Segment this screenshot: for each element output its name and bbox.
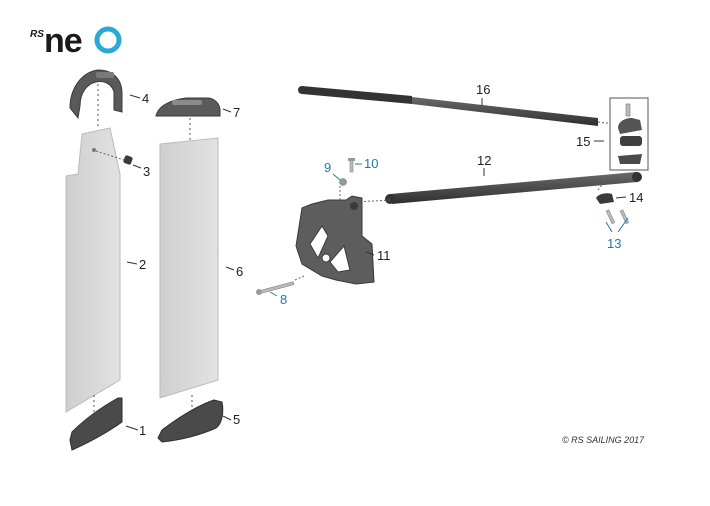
leader-lines bbox=[125, 94, 629, 431]
brand-prefix: RS bbox=[30, 29, 44, 40]
brand-name: ne bbox=[44, 22, 82, 60]
part-6-rudder-blade bbox=[159, 137, 219, 399]
callout-labels: 1 2 3 4 5 6 7 8 9 10 11 12 13 14 15 16 bbox=[139, 82, 643, 438]
callout-12: 12 bbox=[477, 153, 491, 168]
part-15-joint-mid bbox=[620, 136, 642, 146]
callout-3: 3 bbox=[143, 164, 150, 179]
part-12-shaft bbox=[390, 172, 638, 204]
part-11-cutout-b bbox=[329, 244, 351, 273]
leader-5 bbox=[222, 415, 232, 421]
part-9-nut bbox=[339, 178, 347, 186]
part-12-tiller-extension bbox=[355, 172, 642, 204]
callout-6: 6 bbox=[236, 264, 243, 279]
part-10-shank bbox=[349, 159, 354, 173]
part-11-body bbox=[295, 195, 375, 285]
part-7-slot bbox=[172, 100, 202, 105]
part-12-end bbox=[385, 194, 395, 204]
leader-13 bbox=[605, 217, 629, 233]
leader-14 bbox=[615, 196, 627, 199]
part-14-end-cap bbox=[596, 181, 614, 204]
part-16-end bbox=[298, 86, 306, 94]
callout-4: 4 bbox=[142, 91, 149, 106]
daggerboard-assembly bbox=[65, 69, 133, 451]
leader-8 bbox=[269, 291, 278, 297]
part-10-head bbox=[348, 158, 355, 161]
part-3-guide-line bbox=[95, 150, 125, 161]
part-9-body bbox=[339, 178, 347, 186]
part-12-far-end bbox=[632, 172, 642, 182]
brand-o-icon bbox=[94, 26, 122, 54]
part-15-screw bbox=[625, 103, 631, 117]
part-14-guide-line bbox=[597, 181, 605, 191]
part-11-pivot bbox=[350, 202, 358, 210]
part-8-shank bbox=[260, 281, 295, 294]
part-16-shaft bbox=[412, 97, 598, 126]
leader-1 bbox=[125, 425, 139, 431]
leader-6 bbox=[225, 266, 235, 271]
callout-16: 16 bbox=[476, 82, 490, 97]
part-13-bolt-a bbox=[605, 209, 616, 225]
callout-10: 10 bbox=[364, 156, 378, 171]
part-15-joint-base bbox=[618, 154, 642, 164]
part-8-guide-line bbox=[294, 275, 305, 281]
callout-11: 11 bbox=[377, 248, 391, 263]
part-4-rudder-head bbox=[69, 69, 123, 120]
part-3-pin-body bbox=[123, 155, 133, 165]
leader-4 bbox=[129, 94, 141, 99]
leader-9 bbox=[332, 173, 341, 181]
callout-9: 9 bbox=[324, 160, 331, 175]
part-13-bolt-b bbox=[619, 209, 630, 225]
callout-5: 5 bbox=[233, 412, 240, 427]
leader-3 bbox=[132, 164, 142, 169]
part-15-joint-top bbox=[618, 118, 642, 134]
leader-7 bbox=[222, 108, 232, 113]
part-11-rudder-stock bbox=[295, 184, 375, 285]
part-1-blade-tip bbox=[69, 397, 123, 451]
part-8-bolt bbox=[256, 275, 305, 295]
part-2-daggerboard-blade bbox=[65, 127, 121, 413]
callout-13: 13 bbox=[607, 236, 621, 251]
leader-11 bbox=[365, 251, 375, 256]
part-3-pivot-pin bbox=[123, 155, 133, 165]
part-16-grip bbox=[302, 86, 412, 104]
part-11-hole bbox=[321, 253, 331, 263]
callout-1: 1 bbox=[139, 423, 146, 438]
part-4-slot bbox=[96, 72, 114, 78]
callout-7: 7 bbox=[233, 105, 240, 120]
brand-name-part: ne bbox=[44, 22, 82, 60]
callout-8: 8 bbox=[280, 292, 287, 307]
part-16-tiller bbox=[298, 86, 615, 126]
copyright-text: © RS SAILING 2017 bbox=[562, 435, 645, 445]
part-10-screw bbox=[348, 158, 355, 173]
rudder-assembly bbox=[155, 97, 224, 443]
part-5-rudder-tip bbox=[157, 399, 224, 443]
callout-2: 2 bbox=[139, 257, 146, 272]
callout-14: 14 bbox=[629, 190, 643, 205]
part-8-head bbox=[256, 289, 262, 295]
part-15-universal-joint bbox=[609, 97, 649, 171]
part-14-body bbox=[596, 193, 614, 204]
brand-logo: RS ne bbox=[30, 22, 122, 60]
leader-2 bbox=[126, 261, 138, 265]
part-11-cutout-a bbox=[309, 225, 329, 260]
callout-15: 15 bbox=[576, 134, 590, 149]
part-2-pin-hole bbox=[92, 148, 96, 152]
